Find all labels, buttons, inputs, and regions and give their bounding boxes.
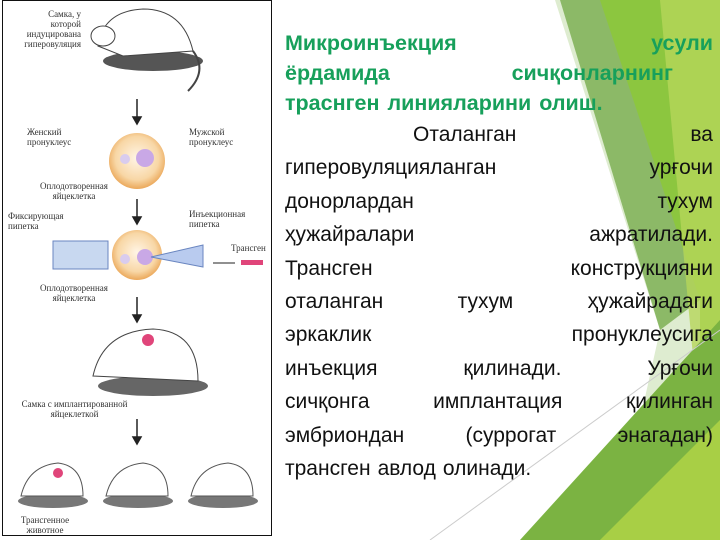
word: имплантация — [433, 390, 563, 414]
label-transgenic-animal: Трансгенное животное — [20, 515, 70, 535]
word: конструкцияни — [570, 256, 713, 280]
word: эмбриондан — [285, 423, 405, 447]
title-line: Микроинъекция усули — [285, 28, 713, 58]
label-female-donor: Самка, у которой индуцирована гиперовуля… — [24, 9, 81, 49]
word: линияларини — [387, 91, 532, 115]
word: тухум — [657, 189, 713, 213]
word: Трансген — [285, 256, 373, 280]
word: эркаклик — [285, 323, 372, 347]
word: (суррогат — [465, 423, 557, 447]
label-fertilized-egg-2: Оплодотворенная яйцеклетка — [40, 283, 108, 303]
word: ҳужайралари — [285, 223, 415, 247]
arrow-icon — [131, 99, 143, 446]
word: қилинган — [626, 390, 713, 414]
donor-mouse-illustration — [90, 8, 203, 92]
word: тухум — [457, 290, 514, 314]
word: Микроинъекция — [285, 31, 457, 55]
body-line: Оталанган ва — [285, 118, 713, 151]
word: траснген — [285, 91, 380, 115]
word: пронуклеусига — [571, 323, 713, 347]
label-fertilized-egg-1: Оплодотворенная яйцеклетка — [40, 181, 108, 201]
word: инъекция — [285, 356, 378, 380]
fertilized-egg-2 — [52, 230, 263, 280]
label-implanted-female: Самка с имплантированной яйцеклеткой — [21, 399, 128, 419]
word: ҳужайрадаги — [587, 290, 713, 314]
title-line: ёрдамида сичқонларнинг — [285, 58, 713, 88]
body-line: ҳужайралари ажратилади. — [285, 218, 713, 251]
word: қилинади. — [463, 356, 562, 380]
word: донорлардан — [285, 189, 414, 213]
word: оталанган — [285, 290, 384, 314]
label-female-pronucleus: Женский пронуклеус — [27, 127, 72, 147]
word: олиш. — [539, 91, 603, 115]
word: сичқонга — [285, 390, 370, 414]
word: ажратилади. — [589, 223, 713, 247]
label-injection-pipette: Инъекционная пипетка — [189, 209, 246, 229]
word: Оталанган — [413, 123, 517, 146]
word: Урғочи — [647, 356, 713, 380]
offspring-mice-illustration — [18, 462, 258, 508]
word: олинади. — [442, 457, 532, 481]
body-line: сичқонга имплантация қилинган — [285, 385, 713, 418]
title-line: траснген линияларини олиш. — [285, 88, 713, 118]
word: трансген — [285, 457, 371, 481]
body-line: донорлардан тухум — [285, 185, 713, 218]
word: ва — [690, 123, 713, 146]
label-holding-pipette: Фиксирующая пипетка — [8, 211, 64, 231]
slide-text: Микроинъекция усули ёрдамида сичқонларнинг… — [285, 28, 713, 485]
body-line: гиперовуляцияланган урғочи — [285, 151, 713, 184]
body-line: эркаклик пронуклеусига — [285, 318, 713, 351]
body-paragraph: Оталанган ва гиперовуляцияланган урғочи доно… — [285, 118, 713, 485]
word: урғочи — [649, 156, 714, 180]
body-line: инъекция қилинади. Урғочи — [285, 352, 713, 385]
body-line: Трансген конструкцияни — [285, 252, 713, 285]
label-transgene: Трансген — [231, 243, 266, 253]
word: сичқонларнинг — [511, 61, 673, 85]
label-male-pronucleus: Мужской пронуклеус — [189, 127, 234, 147]
body-line: эмбриондан (суррогат энагадан) — [285, 419, 713, 452]
implanted-mouse-illustration — [92, 328, 208, 396]
word: авлод — [377, 457, 436, 481]
slide-title: Микроинъекция усули ёрдамида сичқонларнинг… — [285, 28, 713, 118]
body-line: оталанган тухум ҳужайрадаги — [285, 285, 713, 318]
word: гиперовуляцияланган — [285, 156, 497, 180]
word: энагадан) — [617, 423, 713, 447]
microinjection-diagram: Самка, у которой индуцирована гиперовуля… — [2, 0, 272, 536]
word: ёрдамида — [285, 61, 390, 85]
fertilized-egg-1 — [109, 133, 165, 189]
word: усули — [651, 31, 713, 55]
